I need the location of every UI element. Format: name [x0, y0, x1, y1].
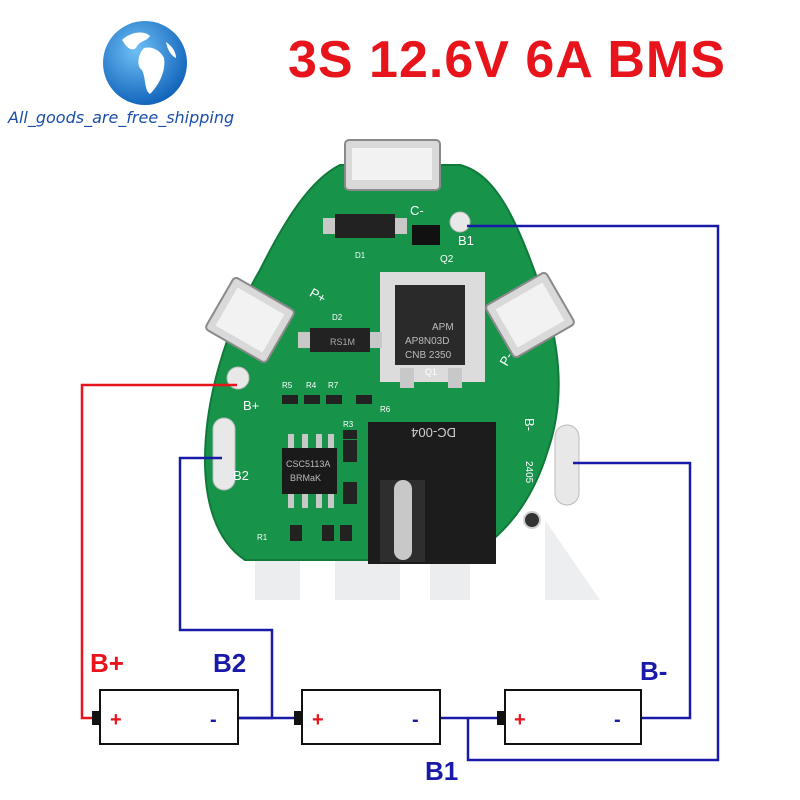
pad-label-p-minus: P- — [496, 350, 515, 369]
mosfet-marking-1: APM — [432, 322, 454, 333]
wire-b1 — [466, 224, 720, 762]
pad-label-b2: B2 — [233, 468, 249, 483]
d1-label: D1 — [355, 251, 366, 260]
product-title: 3S 12.6V 6A BMS — [288, 31, 726, 89]
pad-label-b-plus: B+ — [243, 398, 259, 413]
metal-tab-left — [205, 276, 295, 364]
cell-2-minus: - — [412, 709, 419, 731]
mosfet-q1 — [380, 272, 485, 388]
q1-label: Q1 — [425, 367, 437, 377]
pad-label-b1: B1 — [458, 233, 474, 248]
pad-label-p-plus: P+ — [307, 285, 329, 306]
cell-3-minus: - — [614, 709, 621, 731]
wire-b-plus — [80, 383, 237, 720]
battery-cell-2: + - — [294, 689, 441, 745]
cell-1-minus: - — [210, 709, 217, 731]
q2-label: Q2 — [440, 254, 454, 265]
cell-3-plus: + — [514, 709, 526, 731]
d2-label: D2 — [332, 313, 343, 322]
store-name: All_goods_are_free_shipping — [8, 108, 235, 127]
wire-label-b-plus: B+ — [90, 648, 124, 678]
cell-1-plus: + — [110, 709, 122, 731]
protection-ic — [282, 434, 337, 508]
wire-label-b1: B1 — [425, 756, 458, 786]
pad-b-minus — [554, 424, 580, 506]
wire-b-minus — [573, 461, 692, 720]
battery-cell-3: + - — [497, 689, 642, 745]
dc-connector — [368, 422, 496, 564]
r5-label: R5 — [282, 381, 293, 390]
pad-label-b-minus: B- — [522, 418, 537, 431]
cell-2-plus: + — [312, 709, 324, 731]
mosfet-marking-3: CNB 2350 — [405, 350, 452, 361]
watermark — [255, 520, 600, 600]
pad-b1 — [449, 211, 471, 233]
wire-label-b-minus: B- — [640, 656, 667, 686]
ic-marking-1: CSC5113A — [286, 459, 330, 469]
pad-b2 — [212, 417, 236, 491]
pad-b-plus — [226, 366, 250, 390]
battery-cell-1: + - — [92, 689, 239, 745]
metal-tab-right — [485, 271, 575, 359]
diode-d2 — [298, 328, 382, 352]
pad-label-c-minus: C- — [410, 203, 424, 218]
d2-marking: RS1M — [330, 337, 355, 347]
transistor-q2 — [412, 225, 440, 245]
r7-label: R7 — [328, 381, 339, 390]
mounting-hole — [523, 511, 541, 529]
date-code: 2405 — [523, 461, 534, 484]
r3-label: R3 — [343, 420, 354, 429]
mosfet-marking-2: AP8N03D — [405, 336, 449, 347]
wire-label-b2: B2 — [213, 648, 246, 678]
diode-d1 — [323, 214, 407, 238]
r6-label: R6 — [380, 405, 391, 414]
r4-label: R4 — [306, 381, 317, 390]
connector-marking: DC-004 — [411, 425, 456, 440]
metal-tab-top — [344, 139, 441, 191]
resistor-row — [282, 395, 372, 541]
ic-marking-2: BRMaK — [290, 473, 321, 483]
r1-label: R1 — [257, 533, 268, 542]
globe-icon — [103, 21, 187, 105]
